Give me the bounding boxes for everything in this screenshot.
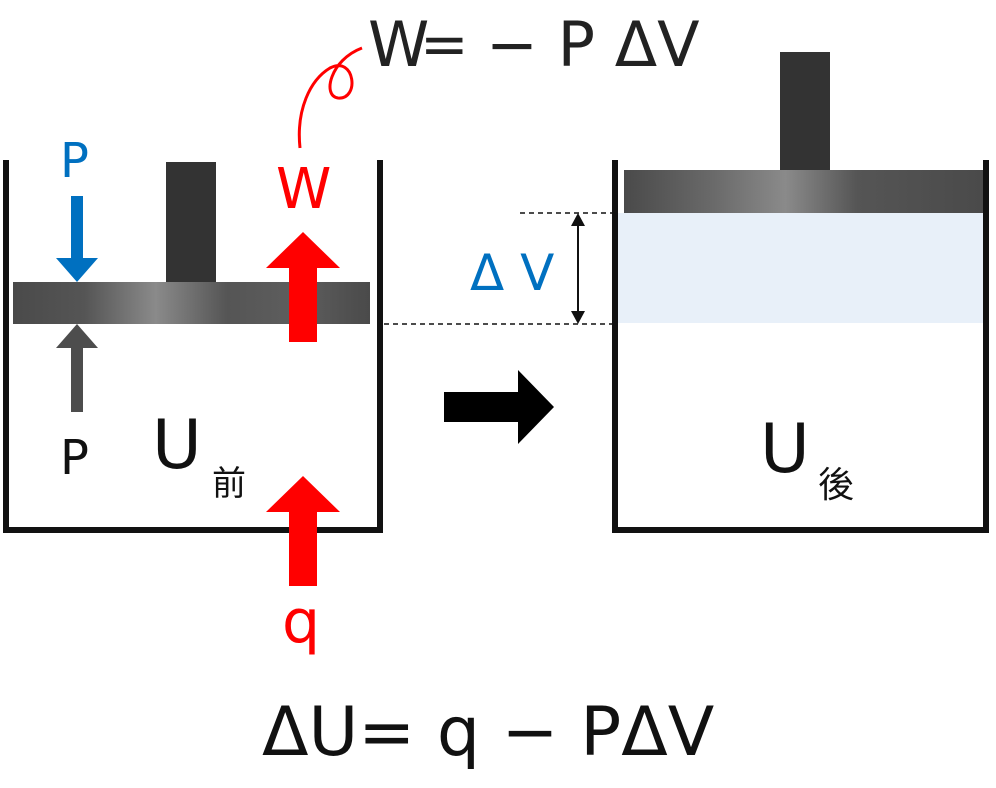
piston-rod-before: [166, 162, 216, 282]
heat-label: q: [282, 587, 320, 657]
work-formula: W = − P ΔV: [368, 8, 700, 81]
energy-before-sub: 前: [212, 464, 246, 504]
pressure-up-icon: [56, 324, 98, 412]
energy-after-main: U: [760, 410, 810, 489]
pressure-external-label: P: [60, 133, 89, 189]
work-connector-curve: [297, 46, 363, 149]
energy-before-main: U: [152, 406, 202, 485]
work-formula-rhs: − P ΔV: [486, 8, 700, 81]
piston-after: [624, 170, 983, 213]
pressure-internal-label: P: [60, 430, 89, 486]
main-formula: ΔU= q − PΔV: [262, 693, 714, 772]
process-arrow-icon: [444, 370, 554, 444]
cylinder-after-wall: [612, 160, 989, 533]
work-formula-eq: =: [420, 10, 469, 78]
volume-change-fill: [615, 213, 983, 323]
piston-rod-after: [780, 52, 830, 172]
cylinder-after: [612, 52, 989, 533]
work-formula-lhs: W: [368, 8, 429, 81]
energy-after-sub: 後: [818, 465, 854, 506]
volume-change-label: Δ V: [470, 244, 554, 302]
work-arrow-icon: [266, 232, 340, 342]
work-label: W: [276, 157, 331, 222]
heat-arrow-icon: [266, 476, 340, 586]
pressure-down-icon: [56, 196, 98, 282]
cylinder-before-wall: [3, 160, 383, 533]
volume-dimension-icon: [571, 213, 585, 324]
